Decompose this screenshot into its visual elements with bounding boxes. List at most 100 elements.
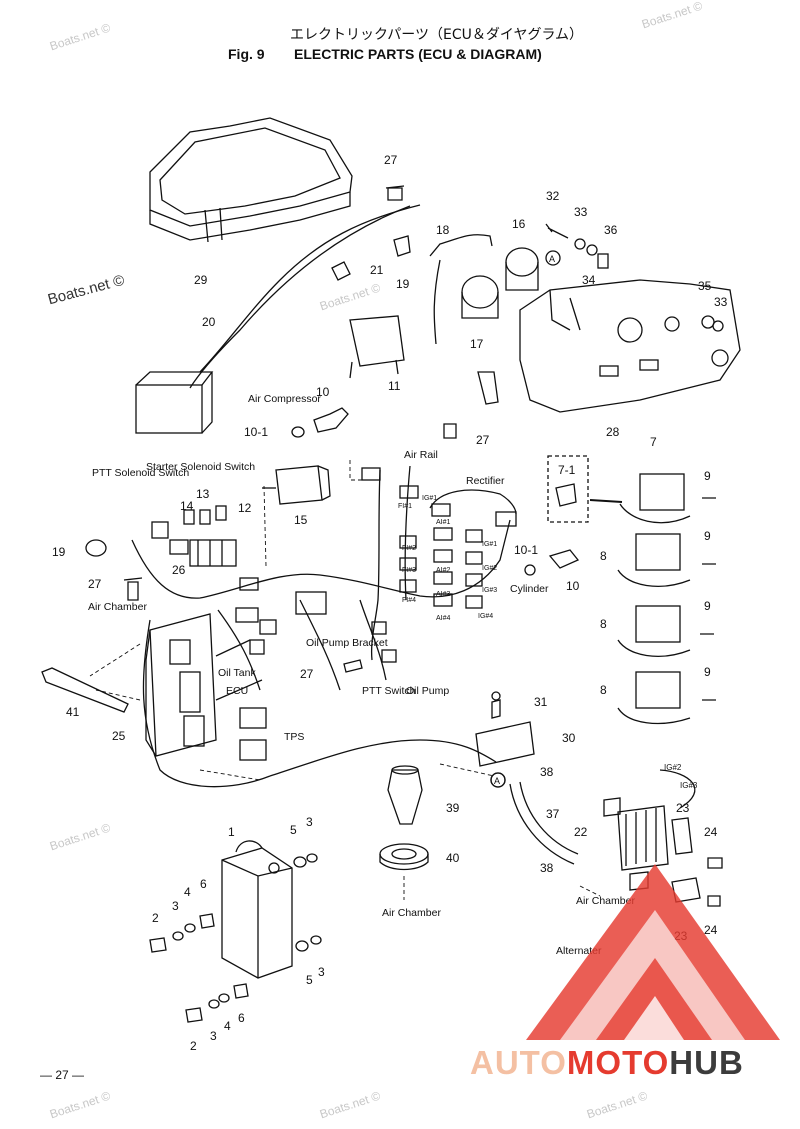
callout: 35 xyxy=(698,279,712,293)
label-ptt-switch: PTT Switch xyxy=(362,685,416,697)
callout: 36 xyxy=(604,223,618,237)
callout: 5 xyxy=(290,823,297,837)
label-rectifier: Rectifier xyxy=(466,475,505,487)
ecu-harness-part-25 xyxy=(145,613,267,761)
callout: 11 xyxy=(388,379,401,393)
callout: 41 xyxy=(66,705,80,719)
logo-moto: MOTO xyxy=(566,1044,670,1081)
grommet-part-39 xyxy=(387,765,423,825)
callout: 33 xyxy=(714,295,728,309)
callout: 15 xyxy=(294,513,308,527)
label-oil-pump-bracket: Oil Pump Bracket xyxy=(306,637,388,649)
grommet-part-40 xyxy=(379,843,429,871)
label-ig2b: IG#2 xyxy=(482,565,497,572)
ecu-fasteners xyxy=(149,853,322,1023)
air-compressor-part-10 xyxy=(291,407,349,438)
callout: 17 xyxy=(470,337,484,351)
label-ecu: ECU xyxy=(226,685,248,697)
callout: 27 xyxy=(384,153,398,167)
callout: 10-1 xyxy=(514,543,538,557)
callout: 10 xyxy=(316,385,330,399)
callout: 29 xyxy=(194,273,208,287)
label-air-chamber-right: Air Chamber xyxy=(576,895,635,907)
label-ig4b: IG#4 xyxy=(478,613,493,620)
label-air-chamber-bottom: Air Chamber xyxy=(382,907,441,919)
callout: 21 xyxy=(370,263,384,277)
automotohub-logo: AUTOMOTOHUB xyxy=(470,1044,744,1082)
callout: 19 xyxy=(52,545,66,559)
circle-a-label: A xyxy=(494,776,500,786)
label-oil-tank: Oil Tank xyxy=(218,667,256,679)
callout: 14 xyxy=(180,499,194,513)
label-cylinder: Cylinder xyxy=(510,583,549,595)
label-ig3b: IG#3 xyxy=(482,587,497,594)
title-english: ELECTRIC PARTS (ECU & DIAGRAM) xyxy=(294,46,542,62)
callout: 28 xyxy=(606,425,620,439)
callout: 1 xyxy=(228,825,235,839)
callout: 30 xyxy=(562,731,576,745)
sensor-part-30 xyxy=(475,691,535,767)
label-air-chamber: Air Chamber xyxy=(88,601,147,613)
callout: 9 xyxy=(704,599,711,613)
label-air-compressor: Air Compressor xyxy=(248,393,321,405)
title-japanese: エレクトリックパーツ（ECU＆ダイヤグラム） xyxy=(290,27,584,43)
label-ig1-top: IG#1 xyxy=(422,495,437,502)
cover-part-29 xyxy=(149,117,353,243)
cable-tie-part-41 xyxy=(41,667,129,713)
callout: 4 xyxy=(224,1019,231,1033)
callout: 3 xyxy=(318,965,325,979)
callout: 3 xyxy=(210,1029,217,1043)
callout: 9 xyxy=(704,529,711,543)
callout: 38 xyxy=(540,861,554,875)
ecu-part-1 xyxy=(221,840,293,979)
callout: 24 xyxy=(704,825,718,839)
leader-lines xyxy=(89,460,601,900)
relay-part-15 xyxy=(262,465,331,505)
callout: 16 xyxy=(512,217,526,231)
callout: 9 xyxy=(704,665,711,679)
circle-a-markers: A A xyxy=(490,250,561,788)
callout: 40 xyxy=(446,851,460,865)
label-tps: TPS xyxy=(284,731,304,743)
bolts-left xyxy=(85,423,457,673)
bracket-part-28 xyxy=(477,279,741,413)
callout: 13 xyxy=(196,487,210,501)
callout: 33 xyxy=(574,205,588,219)
callout: 20 xyxy=(202,315,216,329)
callout: 2 xyxy=(190,1039,197,1053)
label-ai3: AI#3 xyxy=(436,591,451,598)
callout: 24 xyxy=(704,923,718,937)
cylinder-sensor-part-10 xyxy=(524,549,580,576)
label-ig1b: IG#1 xyxy=(482,541,497,548)
callout: 8 xyxy=(600,617,607,631)
callout: 39 xyxy=(446,801,460,815)
label-air-rail: Air Rail xyxy=(404,449,438,461)
automotohub-logo-mark xyxy=(526,864,780,1040)
page-number: — 27 — xyxy=(40,1068,85,1082)
callout: 4 xyxy=(184,885,191,899)
callout: 18 xyxy=(436,223,450,237)
callout: 31 xyxy=(534,695,548,709)
logo-hub: HUB xyxy=(669,1044,744,1081)
callout: 27 xyxy=(88,577,102,591)
callout: 22 xyxy=(574,825,588,839)
callout: 6 xyxy=(200,877,207,891)
label-fi4: FI#4 xyxy=(402,597,416,604)
callout: 8 xyxy=(600,549,607,563)
figure-number: Fig. 9 xyxy=(228,46,265,62)
label-fi3: FI#3 xyxy=(402,567,416,574)
label-ptt-solenoid-switch: PTT Solenoid Switch xyxy=(92,467,189,479)
callout: 26 xyxy=(172,563,186,577)
solenoid-parts xyxy=(349,234,539,379)
label-ai2: AI#2 xyxy=(436,567,451,574)
label-ig2: IG#2 xyxy=(664,763,682,772)
label-starter-solenoid-switch: Starter Solenoid Switch xyxy=(146,461,255,473)
circle-a-label: A xyxy=(549,254,555,264)
callout: 7-1 xyxy=(558,463,576,477)
label-oil-pump: Oil Pump xyxy=(406,685,449,697)
callout: 37 xyxy=(546,807,560,821)
callout: 8 xyxy=(600,683,607,697)
label-ig3: IG#3 xyxy=(680,781,698,790)
